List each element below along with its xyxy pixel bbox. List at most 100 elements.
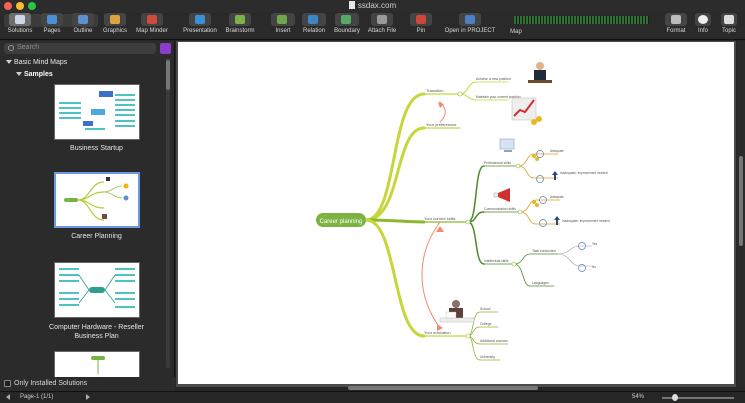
pin-label: Pin [416,28,426,34]
topic-languages[interactable]: Languages [532,281,549,285]
brainstorm-button[interactable]: Brainstorm [222,13,258,39]
prev-page-icon[interactable] [6,394,10,400]
topic-label: Topic [721,28,736,34]
insert-label: Insert [275,28,291,34]
topic-school[interactable]: School [480,307,491,311]
next-page-icon[interactable] [86,394,90,400]
topic-no[interactable]: No [592,265,596,269]
map-label: Map [510,29,522,35]
solutions-button[interactable]: Solutions [4,13,36,39]
canvas-vertical-scroll-thumb[interactable] [739,156,743,246]
attach-file-button[interactable]: Attach File [364,13,400,39]
topic-university[interactable]: University [480,355,495,359]
topic-professional-skills[interactable]: Professional skills [484,161,511,165]
central-topic[interactable]: Career planning [320,219,363,225]
solutions-sidebar: Search Basic Mind Maps Samples Bus [0,41,175,377]
topic-adequate-2[interactable]: Adequate [550,195,564,199]
disclosure-icon [6,60,12,64]
topic-education[interactable]: Your education [424,330,451,335]
pages-button[interactable]: Pages [36,13,68,39]
insert-button[interactable]: Insert [270,13,296,39]
zoom-level[interactable]: 54% [632,394,645,400]
search-input[interactable]: Search [4,43,156,54]
topic-button[interactable]: Topic [716,13,742,39]
arrow-up-icon [552,171,560,225]
outline-label: Outline [73,28,93,34]
pin-button[interactable]: Pin [408,13,434,39]
tree-item-samples[interactable]: Samples [16,71,53,78]
status-bar: Page-1 (1/1) 54% [0,391,745,403]
topic-task-conducted[interactable]: Task conducted [532,249,556,253]
graphics-label: Graphics [102,28,127,34]
tree-category-label: Basic Mind Maps [14,59,68,66]
thumbnail-computer-hardware[interactable] [54,262,140,318]
format-label: Format [666,28,686,34]
solutions-label: Solutions [7,28,33,34]
graphics-button[interactable]: Graphics [100,13,130,39]
only-installed-checkbox[interactable] [4,380,11,387]
canvas-area: Career planning Transition Achieve a new… [176,41,736,387]
outline-button[interactable]: Outline [68,13,98,39]
close-window-button[interactable] [4,2,12,10]
megaphone-icon [493,188,510,202]
topic-transition[interactable]: Transition [426,88,443,93]
page-indicator[interactable]: Page-1 (1/1) [20,394,54,400]
minimize-window-button[interactable] [16,2,24,10]
boundary-button[interactable]: Boundary [331,13,363,39]
sidebar-scrollbar[interactable] [166,58,170,368]
search-icon [8,45,14,51]
window-title: ssdax.com [0,1,745,10]
toolbar: Solutions Pages Outline Graphics Map Min… [0,12,745,40]
tree-item-basic-mind-maps[interactable]: Basic Mind Maps [6,59,67,66]
computer-icon [499,138,515,152]
relation-button[interactable]: Relation [300,13,328,39]
info-button[interactable]: Info [692,13,714,39]
topic-inadequate-1[interactable]: Inadequate: improvement needed [560,171,608,175]
student-icon [439,300,475,323]
sidebar-scroll-thumb[interactable] [166,60,170,90]
topic-adequate-1[interactable]: Adequate [550,149,564,153]
topic-yes[interactable]: Yes [592,242,598,246]
search-placeholder: Search [17,44,40,51]
coins-icon [532,154,539,207]
format-button[interactable]: Format [662,13,690,39]
topic-college[interactable]: College [480,322,492,326]
presentation-button[interactable]: Presentation [180,13,220,39]
topic-maintain-position[interactable]: Maintain your current position [476,95,521,99]
thumbnail-business-startup[interactable] [54,84,140,140]
map-indicator [514,16,649,24]
open-in-project-label: Open in PROJECT [444,28,496,34]
zoom-slider-track[interactable] [662,397,734,399]
topic-preferences[interactable]: Your preferences [426,122,456,127]
maximize-window-button[interactable] [28,2,36,10]
title-bar: ssdax.com [0,0,745,12]
open-in-project-button[interactable]: Open in PROJECT [442,13,498,39]
zoom-slider-knob[interactable] [672,394,678,401]
library-icon[interactable] [160,43,171,54]
info-label: Info [697,28,708,34]
only-installed-toggle[interactable]: Only Installed Solutions [0,377,175,391]
boundary-label: Boundary [334,28,360,34]
thumbnail-career-planning[interactable] [54,172,140,228]
growth-chart-icon [511,97,542,125]
topic-inadequate-2[interactable]: Inadequate: improvement needed [562,219,610,223]
attach-file-label: Attach File [367,28,397,34]
topic-current-skills[interactable]: Your current skills [424,216,455,221]
mind-map-canvas[interactable]: Career planning Transition Achieve a new… [178,42,734,384]
map-button[interactable]: Map [504,27,528,39]
smiley-icon [536,150,586,272]
topic-communication-skills[interactable]: Communication skills [484,207,516,211]
tree-subcategory-label: Samples [24,71,53,78]
canvas-horizontal-scroll-thumb[interactable] [348,386,538,390]
brainstorm-label: Brainstorm [225,28,255,34]
presentation-label: Presentation [183,28,217,34]
canvas-vertical-scrollbar[interactable] [737,41,745,387]
map-minder-label: Map Minder [136,28,168,34]
map-minder-button[interactable]: Map Minder [133,13,171,39]
thumbnail-next[interactable] [54,351,140,377]
topic-intellectual-skills[interactable]: Intellectual skills [484,259,509,263]
window-title-text: ssdax.com [357,1,397,10]
topic-achieve-new-position[interactable]: Achieve a new position [476,77,511,81]
relation-label: Relation [302,28,325,34]
topic-additional-courses[interactable]: Additional courses [480,339,508,343]
